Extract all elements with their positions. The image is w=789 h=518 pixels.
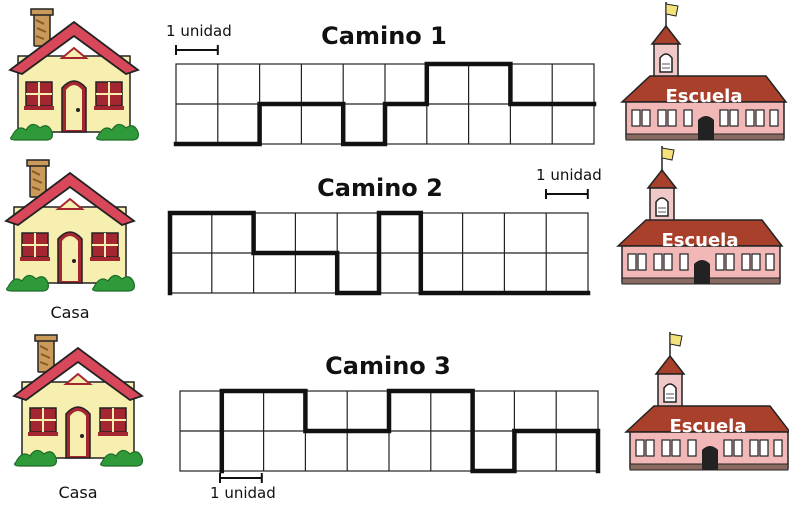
path-panel-1: Escuela Camino 1 1 unidad bbox=[10, 2, 786, 144]
path-title: Camino 3 bbox=[325, 352, 451, 380]
school-icon bbox=[618, 146, 782, 284]
house-icon bbox=[10, 9, 138, 140]
school-icon bbox=[622, 2, 786, 140]
unit-label: 1 unidad bbox=[166, 22, 232, 40]
house-label: Casa bbox=[50, 303, 89, 322]
unit-label: 1 unidad bbox=[210, 484, 276, 502]
unit-scale: 1 unidad bbox=[536, 166, 602, 199]
path-title: Camino 1 bbox=[321, 22, 447, 50]
unit-label: 1 unidad bbox=[536, 166, 602, 184]
path-title: Camino 2 bbox=[317, 174, 443, 202]
house-icon bbox=[6, 160, 134, 291]
school-label: Escuela bbox=[669, 416, 746, 437]
unit-scale: 1 unidad bbox=[210, 473, 276, 502]
unit-scale: 1 unidad bbox=[166, 22, 232, 55]
school-icon bbox=[626, 332, 789, 470]
house-label: Casa bbox=[58, 483, 97, 502]
school-label: Escuela bbox=[661, 230, 738, 251]
school-label: Escuela bbox=[665, 86, 742, 107]
house-icon bbox=[14, 335, 142, 466]
path-panel-2: Casa Escuela Camino 2 1 unidad bbox=[6, 146, 782, 322]
path-panel-3: Casa Escuela Camino 3 1 unidad bbox=[14, 332, 789, 502]
